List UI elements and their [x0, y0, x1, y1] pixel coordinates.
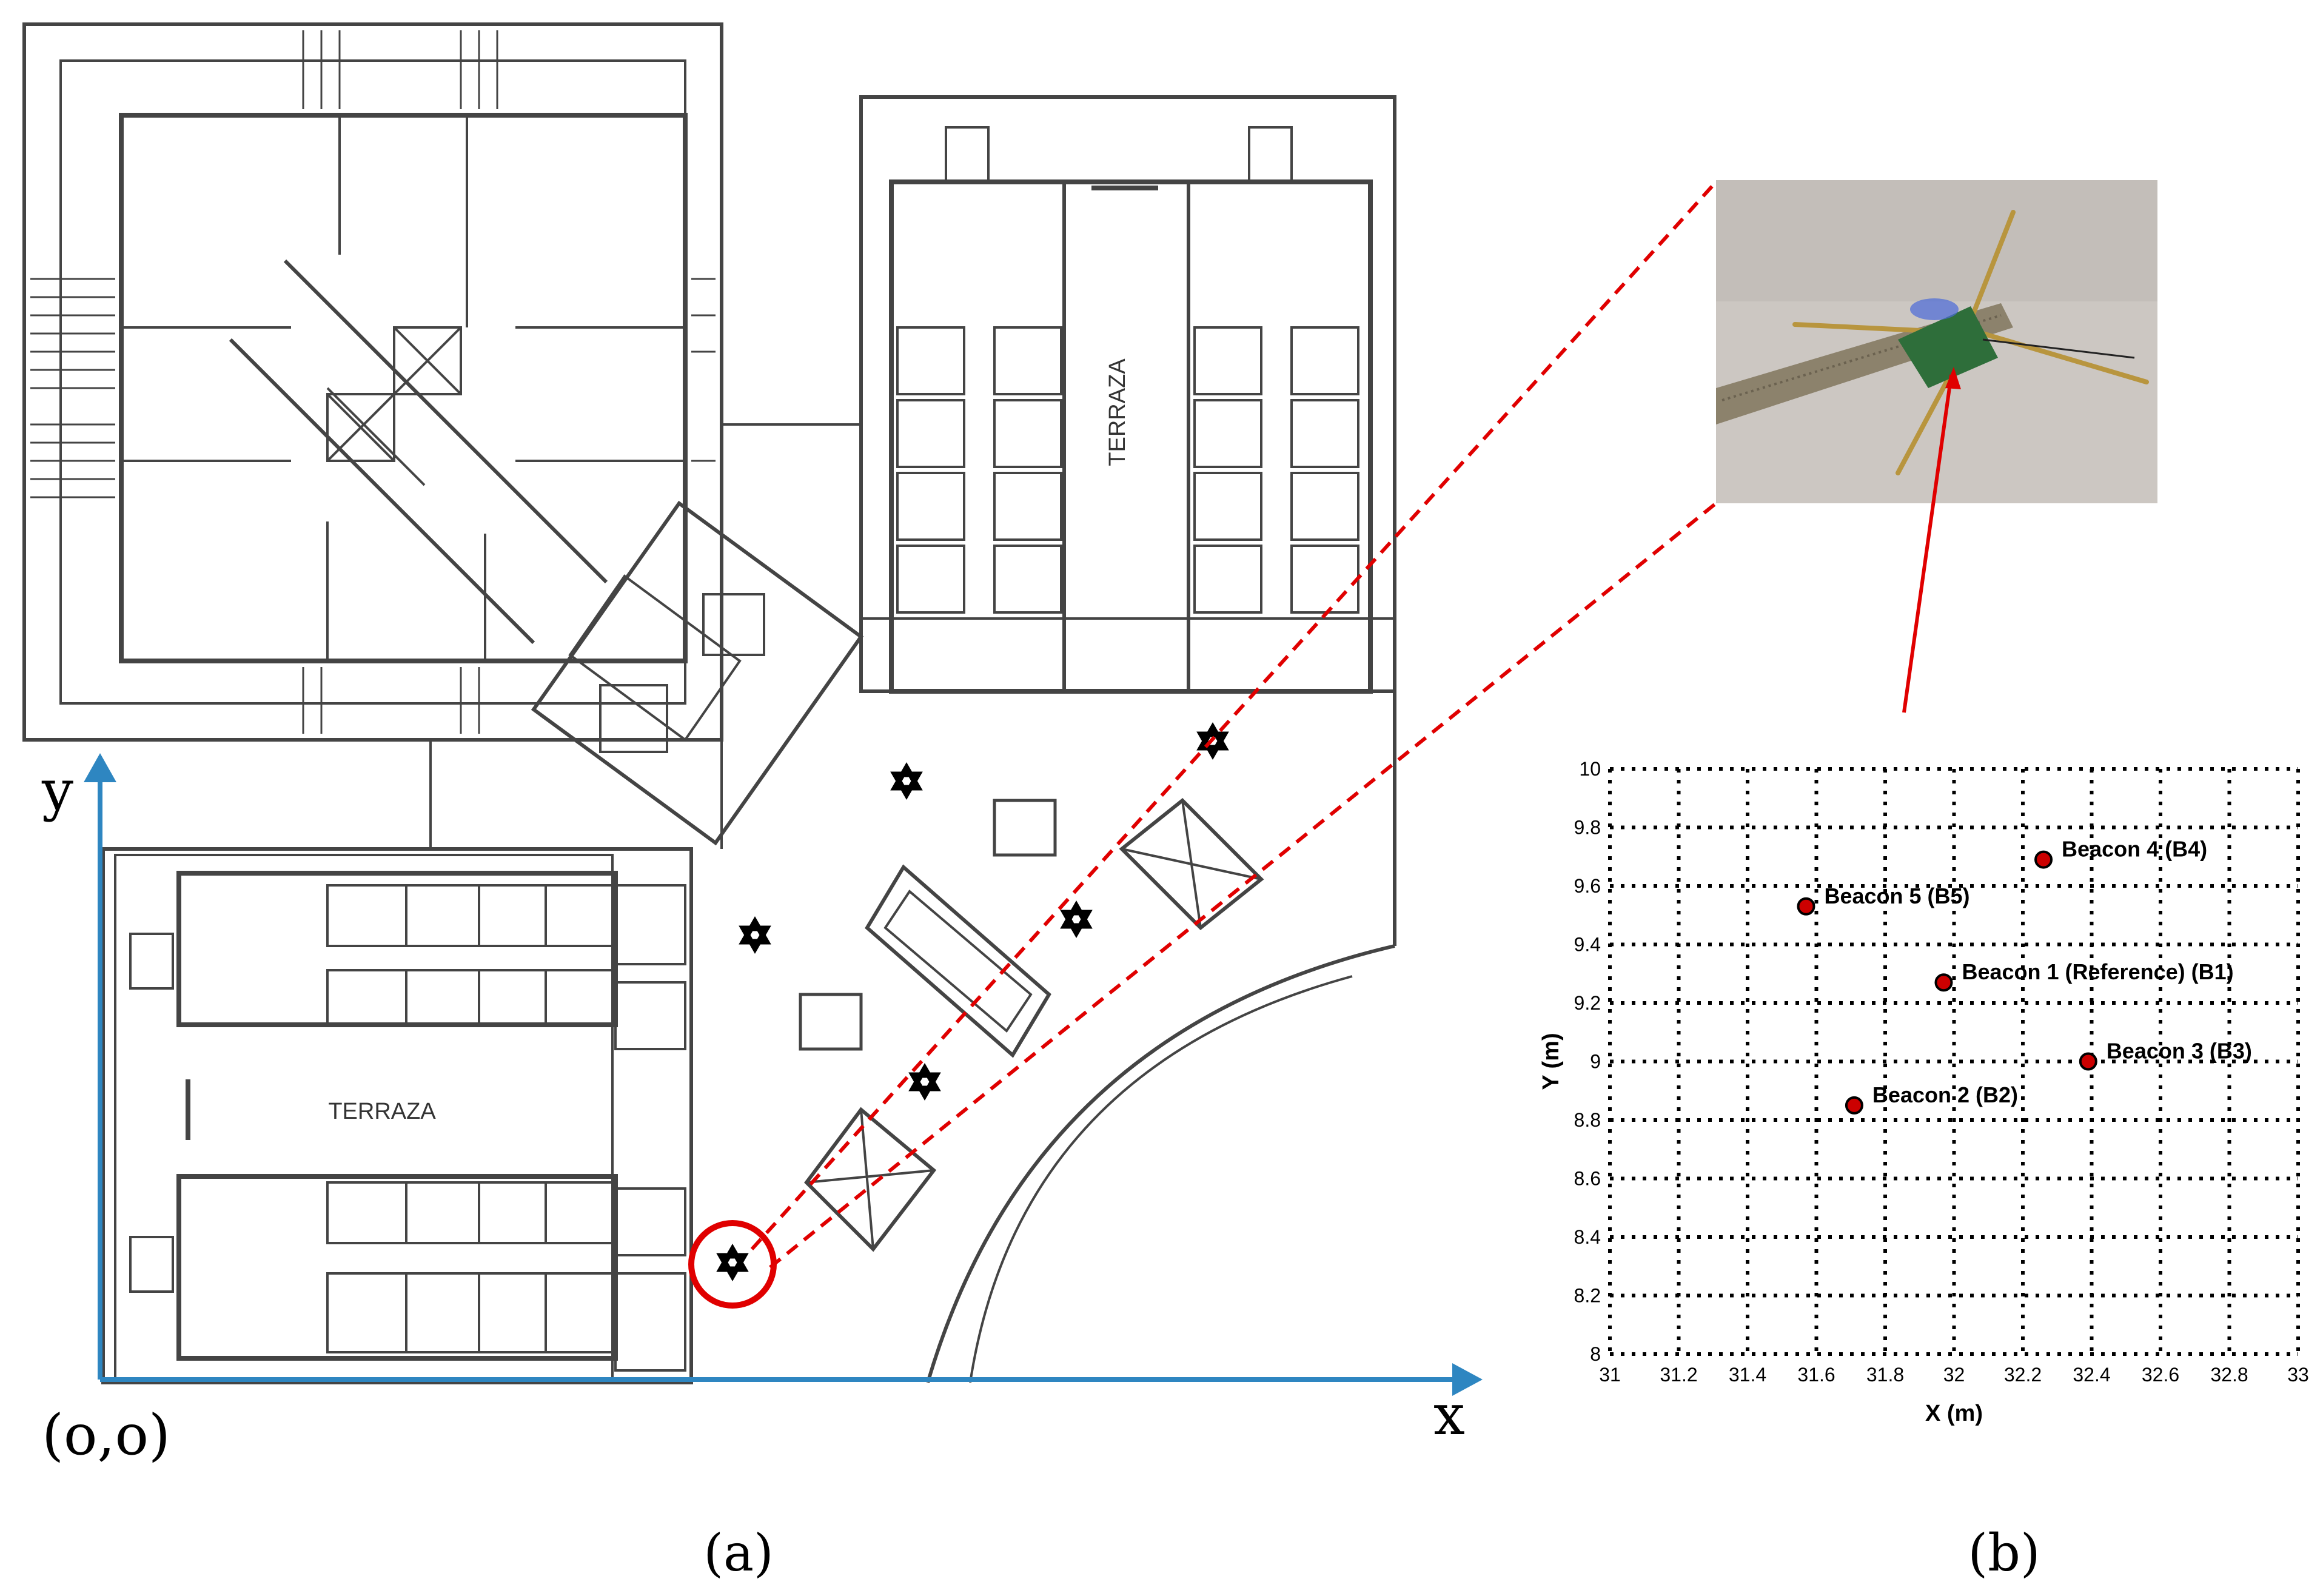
terrace-label-left: TERRAZA — [328, 1099, 436, 1124]
x-tick-label: 32.6 — [2142, 1364, 2179, 1386]
floor-plan — [22, 22, 1396, 1384]
x-tick-label: 31.6 — [1797, 1364, 1835, 1386]
y-tick-label: 9.6 — [1574, 875, 1601, 897]
terrace-label-right: TERRAZA — [1105, 358, 1130, 466]
y-axis-label: Y (m) — [1538, 1033, 1564, 1090]
coordinate-axes — [84, 753, 1483, 1396]
beacon-point — [1934, 973, 1953, 992]
beacon-star-icon — [739, 916, 771, 954]
highlight-circle — [688, 1220, 777, 1309]
beacon-device-photo — [1716, 180, 2157, 503]
axis-y-label: y — [41, 758, 73, 823]
x-tick-label: 31 — [1599, 1364, 1621, 1386]
photo-pointer-arrow — [1902, 374, 1953, 713]
caption-b: (b) — [1968, 1523, 2040, 1583]
beacon-point — [1845, 1096, 1863, 1115]
y-tick-label: 8.2 — [1574, 1285, 1601, 1307]
y-tick-label: 8.4 — [1574, 1226, 1601, 1248]
y-tick-label: 8 — [1590, 1343, 1601, 1365]
x-tick-label: 32.8 — [2210, 1364, 2248, 1386]
y-tick-label: 9.8 — [1574, 817, 1601, 839]
beacon-scatter-chart: 31 31.2 31.4 31.6 31.8 32 32.2 32.4 32.6 32.8 33 8 8… — [1538, 758, 2309, 1426]
x-tick-label: 32 — [1943, 1364, 1965, 1386]
beacon-point-label: Beacon 4 (B4) — [2062, 837, 2207, 862]
x-tick-label: 33 — [2287, 1364, 2309, 1386]
beacon-star-icons — [716, 722, 1229, 1282]
beacon-star-icon — [1060, 900, 1093, 939]
axis-x-label: x — [1433, 1383, 1465, 1447]
projection-lines — [750, 180, 1718, 1269]
x-tick-label: 31.8 — [1866, 1364, 1904, 1386]
beacon-point-label: Beacon 2 (B2) — [1872, 1082, 2018, 1107]
y-tick-label: 8.8 — [1574, 1109, 1601, 1131]
arrowhead-icon — [1945, 367, 1961, 389]
x-tick-label: 32.2 — [2004, 1364, 2042, 1386]
beacon-star-icon — [716, 1243, 749, 1282]
beacon-point-label: Beacon 1 (Reference) (B1) — [1962, 959, 2233, 984]
x-tick-label: 31.2 — [1660, 1364, 1697, 1386]
y-tick-label: 9.2 — [1574, 992, 1601, 1014]
origin-label: (o,o) — [42, 1403, 170, 1467]
beacon-point — [2079, 1052, 2097, 1071]
y-tick-label: 9.4 — [1574, 934, 1601, 956]
beacon-point — [2034, 850, 2053, 869]
beacon-point — [1797, 897, 1815, 916]
x-axis-label: X (m) — [1925, 1401, 1983, 1426]
beacon-star-icon — [908, 1062, 941, 1101]
caption-a: (a) — [703, 1523, 774, 1583]
y-tick-label: 10 — [1579, 758, 1601, 780]
y-tick-label: 8.6 — [1574, 1168, 1601, 1190]
beacon-point-label: Beacon 5 (B5) — [1824, 884, 1969, 908]
x-tick-label: 32.4 — [2073, 1364, 2110, 1386]
y-tick-label: 9 — [1590, 1051, 1601, 1073]
beacon-star-icon — [890, 762, 923, 800]
beacon-point-label: Beacon 3 (B3) — [2107, 1039, 2252, 1064]
x-tick-label: 31.4 — [1729, 1364, 1766, 1386]
